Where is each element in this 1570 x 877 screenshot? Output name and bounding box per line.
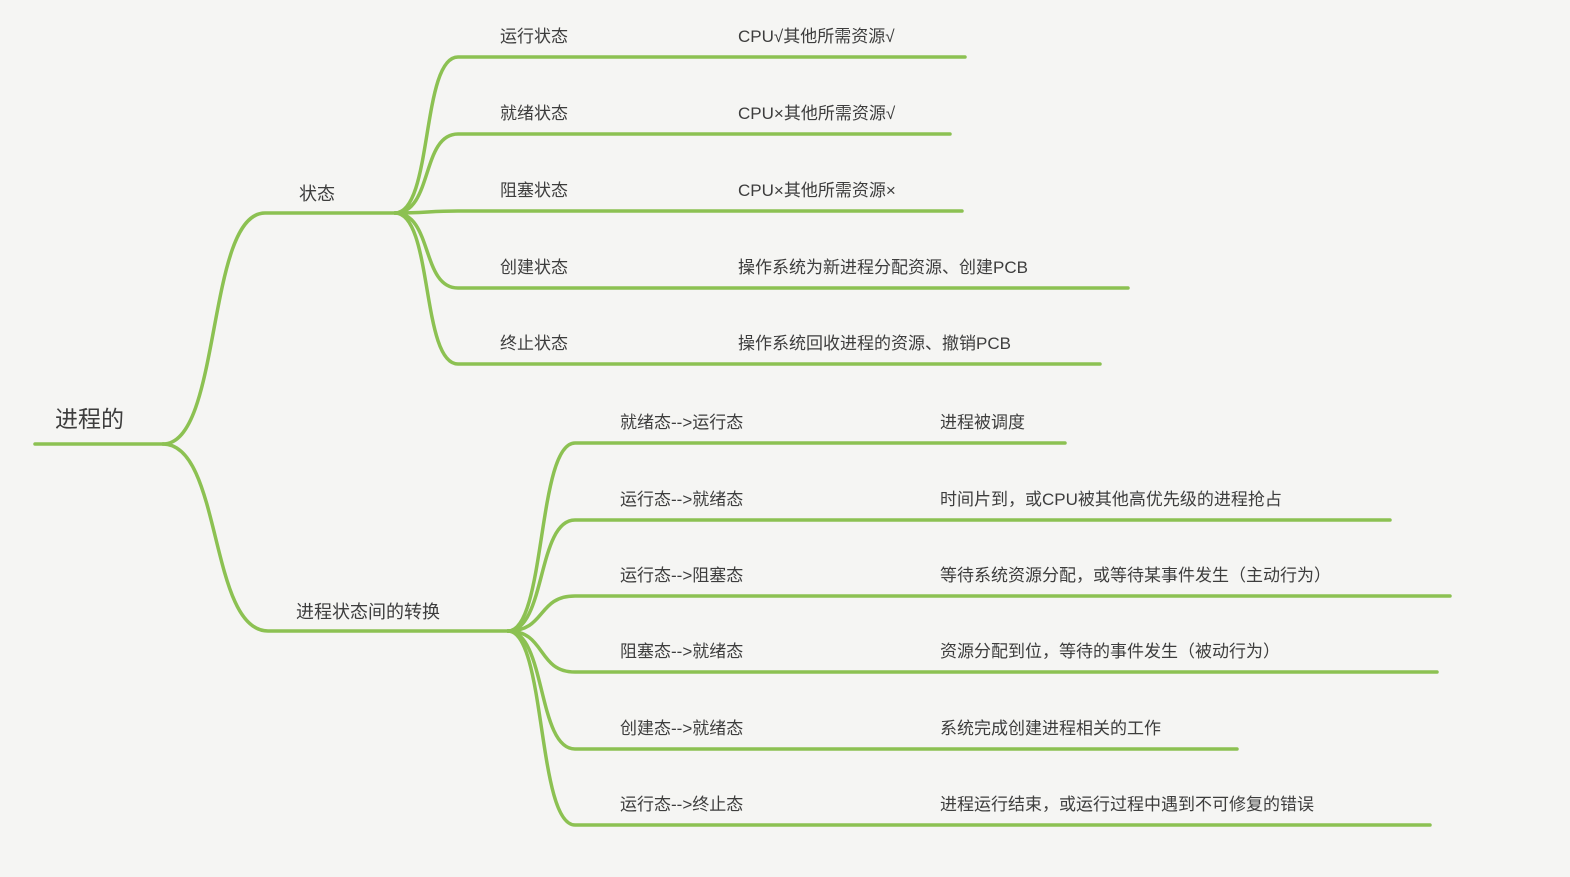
branch-line xyxy=(393,211,1102,366)
desc-ready-state[interactable]: CPU×其他所需资源√ xyxy=(738,104,896,123)
topic-running-state[interactable]: 运行状态 xyxy=(500,27,568,46)
branch-line-status xyxy=(161,211,397,446)
branch-line xyxy=(393,132,952,215)
branch-line xyxy=(506,629,1239,751)
topic-ready-to-running[interactable]: 就绪态-->运行态 xyxy=(620,413,744,432)
topic-running-to-terminated[interactable]: 运行态-->终止态 xyxy=(620,795,744,814)
desc-running-to-blocked[interactable]: 等待系统资源分配，或等待某事件发生（主动行为） xyxy=(940,566,1331,585)
desc-created-state[interactable]: 操作系统为新进程分配资源、创建PCB xyxy=(738,258,1028,277)
topic-ready-state[interactable]: 就绪状态 xyxy=(500,104,568,123)
branch-line xyxy=(506,629,1439,674)
branch-line xyxy=(506,629,1432,827)
root-topic[interactable]: 进程的 xyxy=(55,406,124,432)
desc-ready-to-running[interactable]: 进程被调度 xyxy=(940,413,1025,432)
desc-created-to-ready[interactable]: 系统完成创建进程相关的工作 xyxy=(940,719,1161,738)
branch-line xyxy=(506,594,1452,633)
desc-running-to-terminated[interactable]: 进程运行结束，或运行过程中遇到不可修复的错误 xyxy=(940,795,1314,814)
branch-line xyxy=(506,518,1392,633)
desc-running-to-ready[interactable]: 时间片到，或CPU被其他高优先级的进程抢占 xyxy=(940,490,1282,509)
topic-blocked-to-ready[interactable]: 阻塞态-->就绪态 xyxy=(620,642,744,661)
topic-state-transitions[interactable]: 进程状态间的转换 xyxy=(296,602,440,622)
desc-terminated-state[interactable]: 操作系统回收进程的资源、撤销PCB xyxy=(738,334,1011,353)
desc-blocked-to-ready[interactable]: 资源分配到位，等待的事件发生（被动行为） xyxy=(940,642,1280,661)
desc-running-state[interactable]: CPU√其他所需资源√ xyxy=(738,27,895,46)
topic-created-to-ready[interactable]: 创建态-->就绪态 xyxy=(620,719,744,738)
branch-line xyxy=(393,209,964,215)
topic-created-state[interactable]: 创建状态 xyxy=(500,258,568,277)
desc-blocked-state[interactable]: CPU×其他所需资源× xyxy=(738,181,896,200)
topic-status[interactable]: 状态 xyxy=(299,184,335,204)
topic-running-to-blocked[interactable]: 运行态-->阻塞态 xyxy=(620,566,744,585)
branch-line-transitions xyxy=(161,442,510,633)
branch-line xyxy=(506,441,1067,633)
branch-line xyxy=(393,55,967,215)
topic-running-to-ready[interactable]: 运行态-->就绪态 xyxy=(620,490,744,509)
branch-line xyxy=(393,211,1130,290)
topic-blocked-state[interactable]: 阻塞状态 xyxy=(500,181,568,200)
topic-terminated-state[interactable]: 终止状态 xyxy=(500,334,568,353)
